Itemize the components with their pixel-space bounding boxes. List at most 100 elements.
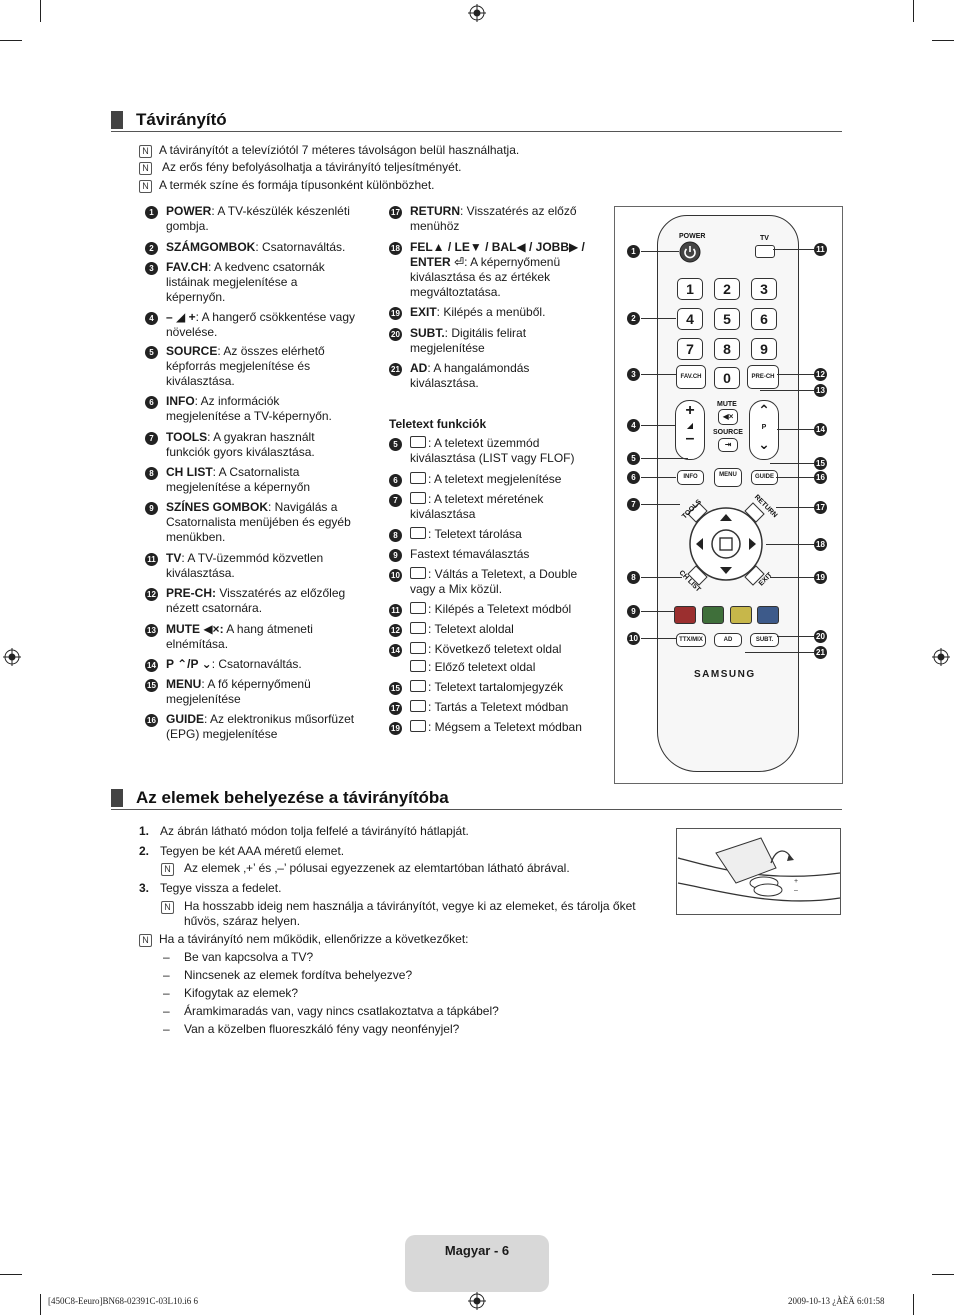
callout-number: 8 bbox=[627, 571, 640, 584]
callout-line bbox=[760, 390, 814, 391]
teletext-description: : A teletext megjelenítése bbox=[410, 472, 590, 487]
prech-button[interactable]: PRE-CH bbox=[747, 365, 779, 389]
teletext-desc-text: : Váltás a Teletext, a Double vagy a Mix… bbox=[410, 567, 578, 596]
registration-mark-icon bbox=[3, 648, 21, 666]
button-desc-text: : A kedvenc csatornák listáinak megjelen… bbox=[166, 260, 325, 304]
source-button[interactable]: ⇥ bbox=[718, 438, 738, 452]
button-key: SOURCE bbox=[166, 344, 218, 358]
callout-number: 13 bbox=[814, 384, 827, 397]
mute-button[interactable]: ◀× bbox=[718, 409, 738, 425]
digit-0-button[interactable]: 0 bbox=[714, 367, 740, 389]
digit-2-button[interactable]: 2 bbox=[714, 278, 740, 300]
callout-number: 2 bbox=[627, 312, 640, 325]
page-number-tab bbox=[405, 1235, 549, 1292]
teletext-icon bbox=[410, 436, 426, 448]
callout-number: 10 bbox=[627, 632, 640, 645]
callout-number: 3 bbox=[627, 368, 640, 381]
subt-button[interactable]: SUBT. bbox=[750, 633, 779, 647]
button-description: EXIT: Kilépés a menüből. bbox=[410, 305, 590, 320]
tv-button[interactable] bbox=[755, 245, 775, 258]
button-desc-text: : A hangerő csökkentése vagy növelése. bbox=[166, 310, 356, 339]
item-number-badge: 8 bbox=[145, 467, 158, 480]
tv-label: TV bbox=[760, 235, 769, 242]
section-rule bbox=[111, 809, 842, 810]
power-label: POWER bbox=[679, 233, 706, 240]
ttx-mix-button[interactable]: TTX/MIX bbox=[676, 633, 706, 647]
troubleshoot-intro: Ha a távirányító nem működik, ellenőrizz… bbox=[159, 932, 469, 946]
teletext-description: : Teletext tárolása bbox=[410, 527, 590, 542]
button-desc-text: : Az összes elérhető képforrás megjelení… bbox=[166, 344, 325, 388]
callout-line bbox=[641, 504, 680, 505]
power-button[interactable] bbox=[679, 241, 701, 263]
digit-4-button[interactable]: 4 bbox=[677, 308, 703, 330]
registration-mark-icon bbox=[932, 648, 950, 666]
button-description: TV: A TV-üzemmód közvetlen kiválasztása. bbox=[166, 551, 356, 581]
callout-number: 11 bbox=[814, 243, 827, 256]
svg-text:+: + bbox=[794, 878, 798, 885]
red-button[interactable] bbox=[674, 606, 696, 624]
digit-8-button[interactable]: 8 bbox=[714, 338, 740, 360]
navigation-pad[interactable] bbox=[675, 494, 777, 594]
item-number-badge: 3 bbox=[145, 262, 158, 275]
teletext-desc-text: : Teletext aloldal bbox=[428, 622, 514, 636]
teletext-desc-text: : A teletext méretének kiválasztása bbox=[410, 492, 544, 521]
item-number-badge: 2 bbox=[145, 242, 158, 255]
teletext-desc-text: : Teletext tárolása bbox=[428, 527, 522, 541]
button-key: SZÁMGOMBOK bbox=[166, 240, 256, 254]
step-note: Ha hosszabb ideig nem használja a távirá… bbox=[184, 899, 636, 928]
green-button[interactable] bbox=[702, 606, 724, 624]
volume-rocker[interactable]: + ◢ – bbox=[675, 400, 705, 460]
item-number-badge: 9 bbox=[389, 549, 402, 562]
item-number-badge: 9 bbox=[145, 502, 158, 515]
button-desc-text: : Visszatérés az előző menühöz bbox=[410, 204, 577, 233]
yellow-button[interactable] bbox=[730, 606, 752, 624]
button-key: PRE-CH: bbox=[166, 586, 216, 600]
callout-line bbox=[641, 318, 676, 319]
callout-number: 1 bbox=[627, 245, 640, 258]
digit-9-button[interactable]: 9 bbox=[751, 338, 777, 360]
button-description: INFO: Az információk megjelenítése a TV-… bbox=[166, 394, 356, 424]
teletext-description: : Előző teletext oldal bbox=[410, 660, 590, 675]
button-description: TOOLS: A gyakran használt funkciók gyors… bbox=[166, 430, 356, 460]
teletext-description: : A teletext üzemmód kiválasztása (LIST … bbox=[410, 436, 590, 466]
ad-button[interactable]: AD bbox=[714, 633, 742, 647]
digit-5-button[interactable]: 5 bbox=[714, 308, 740, 330]
item-number-badge: 6 bbox=[145, 396, 158, 409]
button-key: FAV.CH bbox=[166, 260, 209, 274]
favch-button[interactable]: FAV.CH bbox=[676, 365, 706, 389]
callout-line bbox=[770, 463, 814, 464]
callout-number: 15 bbox=[814, 457, 827, 470]
button-key: AD bbox=[410, 361, 428, 375]
teletext-description: : Kilépés a Teletext módból bbox=[410, 602, 590, 617]
button-description: SOURCE: Az összes elérhető képforrás meg… bbox=[166, 344, 356, 389]
button-description: AD: A hangalámondás kiválasztása. bbox=[410, 361, 590, 391]
teletext-description: : Következő teletext oldal bbox=[410, 642, 590, 657]
item-number-badge: 4 bbox=[145, 312, 158, 325]
channel-p-label: P bbox=[761, 424, 767, 431]
step-number: 3. bbox=[139, 881, 150, 895]
info-button[interactable]: INFO bbox=[677, 470, 704, 485]
svg-text:–: – bbox=[794, 887, 798, 894]
callout-line bbox=[777, 429, 814, 430]
button-desc-text: : Az elektronikus műsorfüzet (EPG) megje… bbox=[166, 712, 355, 741]
note-icon: N bbox=[161, 863, 174, 876]
guide-button[interactable]: GUIDE bbox=[751, 470, 778, 485]
button-key: SUBT. bbox=[410, 326, 445, 340]
section-title: Távirányító bbox=[136, 110, 227, 129]
button-desc-text: : A hangalámondás kiválasztása. bbox=[410, 361, 530, 390]
note-icon: N bbox=[161, 901, 174, 914]
digit-3-button[interactable]: 3 bbox=[751, 278, 777, 300]
channel-rocker[interactable]: ⌃ P ⌄ bbox=[749, 400, 779, 460]
callout-number: 7 bbox=[627, 498, 640, 511]
note-text: A termék színe és formája típusonként kü… bbox=[159, 178, 435, 192]
item-number-badge: 14 bbox=[145, 659, 158, 672]
callout-number: 17 bbox=[814, 501, 827, 514]
button-key: SZÍNES GOMBOK bbox=[166, 500, 269, 514]
digit-7-button[interactable]: 7 bbox=[677, 338, 703, 360]
callout-line bbox=[641, 425, 676, 426]
digit-6-button[interactable]: 6 bbox=[751, 308, 777, 330]
teletext-description: : Teletext tartalomjegyzék bbox=[410, 680, 590, 695]
blue-button[interactable] bbox=[757, 606, 779, 624]
digit-1-button[interactable]: 1 bbox=[677, 278, 703, 300]
menu-button[interactable]: MENU bbox=[714, 468, 742, 487]
